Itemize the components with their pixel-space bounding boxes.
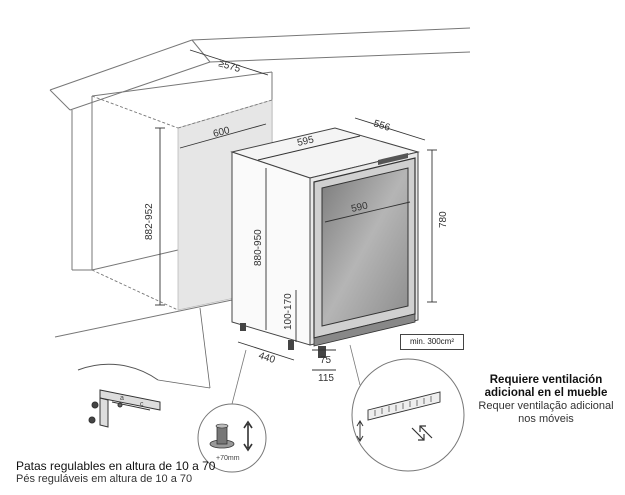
vertical-arrow-icon (356, 420, 364, 442)
dim-unit-width: 595 (296, 134, 315, 149)
cooler-glass (321, 167, 409, 327)
cooler-side (231, 151, 311, 346)
wine-cooler (230, 127, 420, 358)
dim-leg-height-range: 100-170 (283, 293, 294, 330)
dim-base-depth: 440 (257, 350, 277, 366)
dim-leg-adjust: +70mm (216, 455, 240, 462)
dim-unit-height: 780 (438, 211, 449, 228)
ventilation-detail-circle (349, 344, 465, 472)
airflow-arrows-icon (411, 425, 433, 441)
ventilation-note-es-line1: Requiere ventilación (489, 374, 603, 386)
cooler-control-panel (378, 153, 408, 165)
dim-niche-height: 882-952 (144, 203, 155, 240)
foot-detail-circle: +70mm (197, 349, 267, 473)
dim-door-width: 590 (350, 200, 369, 215)
dim-unit-depth: 556 (372, 118, 392, 134)
cooler-plinth (313, 313, 416, 347)
cooler-leg (240, 323, 246, 331)
leg-detail-circle: a c (77, 307, 211, 428)
dimension-labels: ≥575 600 882-952 595 556 780 590 880-950… (144, 58, 449, 384)
svg-text:a: a (120, 395, 124, 402)
ventilation-note-es-line2: adicional en el mueble (484, 387, 608, 399)
svg-text:c: c (140, 401, 144, 408)
up-down-arrow-icon (243, 420, 253, 452)
ventilation-note: Requiere ventilación adicional en el mue… (476, 374, 616, 426)
dim-niche-width: 600 (212, 125, 231, 140)
dim-unit-height-range: 880-950 (253, 229, 264, 266)
cooler-leg (288, 340, 294, 350)
legs-note-es: Patas regulables en altura de 10 a 70 (16, 459, 216, 473)
dim-plinth-offset-b: 115 (318, 373, 334, 384)
ventilation-requirement-box: min. 300cm² (400, 334, 464, 350)
dimension-lines (155, 49, 437, 371)
ventilation-note-pt-line1: Requer ventilação adicional (478, 400, 614, 412)
dim-plinth-offset-a: 75 (320, 355, 332, 366)
cooler-leg (318, 346, 326, 358)
niche-dashed-outline (91, 95, 273, 311)
ventilation-note-pt-line2: nos móveis (518, 413, 574, 425)
legs-note-pt: Pés reguláveis em altura de 10 a 70 (16, 473, 193, 485)
legs-note: Patas regulables en altura de 10 a 70 Pé… (16, 460, 215, 486)
